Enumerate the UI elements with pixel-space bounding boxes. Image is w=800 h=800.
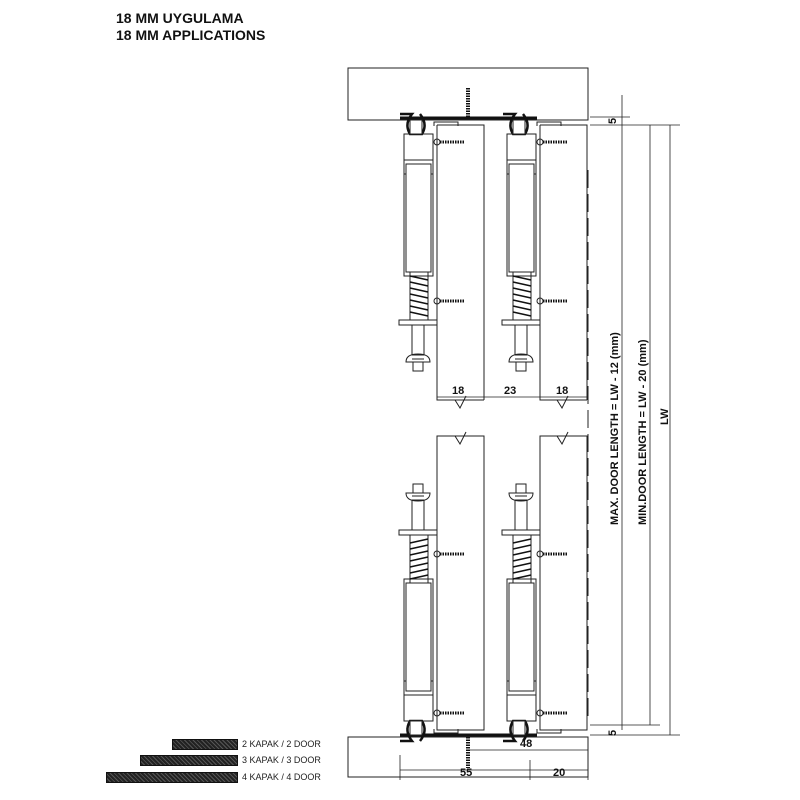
- legend-2door-icon: [172, 739, 238, 750]
- max-length-label: MAX. DOOR LENGTH = LW - 12 (mm): [609, 332, 621, 525]
- left-door-top: [436, 124, 485, 401]
- left-top-hardware: [397, 112, 466, 373]
- right-door-bottom: [539, 435, 588, 731]
- left-bottom-hardware: [397, 482, 466, 743]
- lw-label: LW: [659, 408, 671, 425]
- legend-3door-icon: [140, 755, 238, 766]
- dim-23: 23: [504, 385, 516, 397]
- dim-5-top: 5: [607, 118, 619, 124]
- dim-48: 48: [520, 738, 532, 750]
- dim-5-bottom: 5: [607, 730, 619, 736]
- legend-3door: 3 KAPAK / 3 DOOR: [242, 755, 321, 765]
- dim-20: 20: [553, 767, 565, 779]
- dim-18-right: 18: [556, 385, 568, 397]
- right-bottom-hardware: [500, 482, 569, 743]
- title-tr: 18 MM UYGULAMA: [116, 10, 244, 26]
- legend-2door: 2 KAPAK / 2 DOOR: [242, 739, 321, 749]
- legend-4door: 4 KAPAK / 4 DOOR: [242, 772, 321, 782]
- legend-4door-icon: [106, 772, 238, 783]
- top-board: [347, 67, 589, 121]
- min-length-label: MIN.DOOR LENGTH = LW - 20 (mm): [637, 339, 649, 525]
- left-door-bottom: [436, 435, 485, 731]
- right-door-top: [539, 124, 588, 401]
- title-en: 18 MM APPLICATIONS: [116, 27, 266, 43]
- right-top-hardware: [500, 112, 569, 373]
- dim-55: 55: [460, 767, 472, 779]
- dim-18-left: 18: [452, 385, 464, 397]
